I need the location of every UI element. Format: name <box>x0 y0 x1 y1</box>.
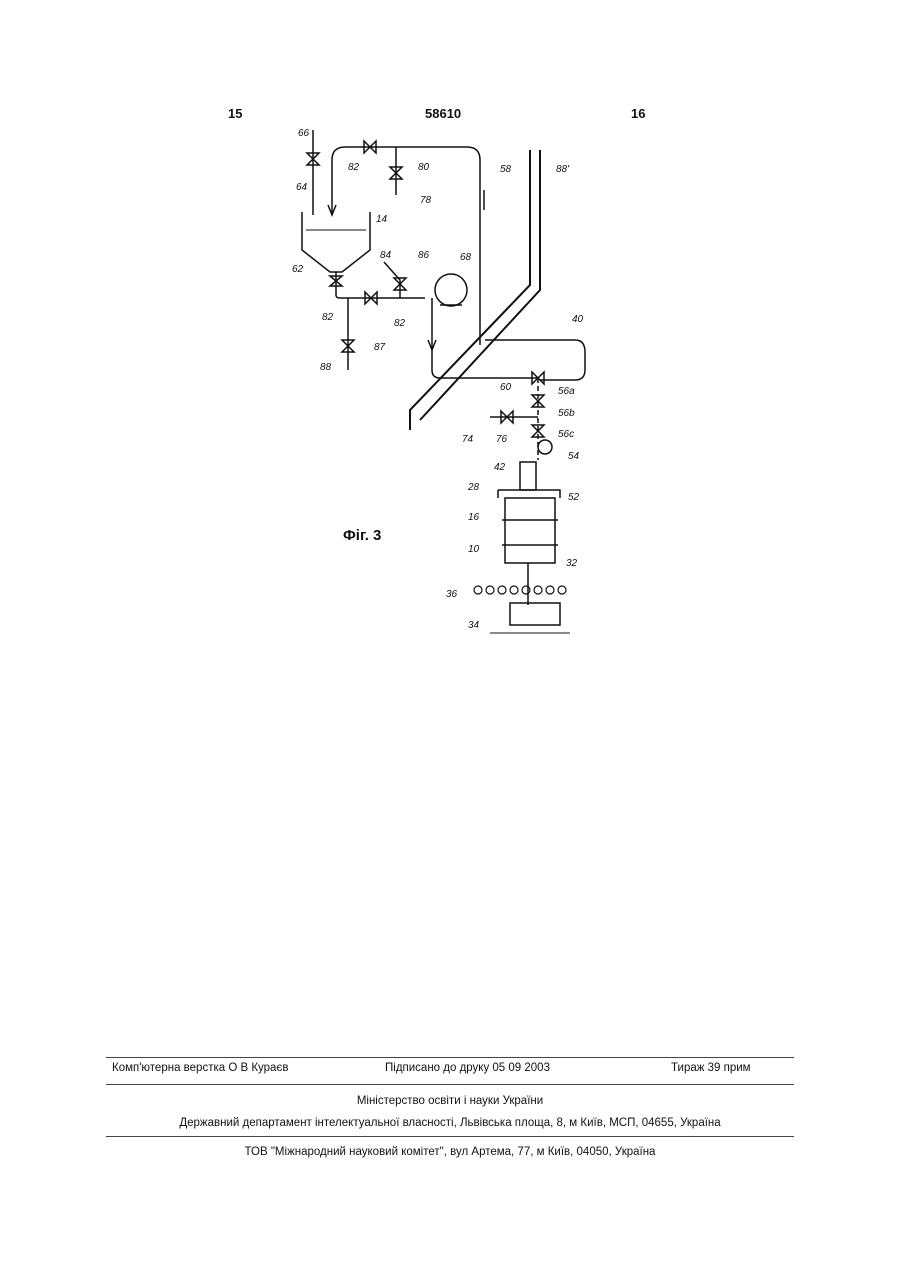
label-87: 87 <box>374 342 386 353</box>
pump-68 <box>435 274 467 306</box>
lid-52 <box>498 490 560 498</box>
footer-publisher: ТОВ "Міжнародний науковий комітет", вул … <box>0 1146 900 1158</box>
label-56b: 56b <box>558 408 575 419</box>
label-42: 42 <box>494 462 506 473</box>
label-84: 84 <box>380 250 392 261</box>
base-34 <box>510 603 560 625</box>
label-80: 80 <box>418 162 430 173</box>
label-88: 88 <box>320 362 332 373</box>
label-82b: 82 <box>322 312 334 323</box>
label-58: 58 <box>500 164 512 175</box>
footer-divider-middle <box>106 1084 794 1085</box>
label-82c: 82 <box>394 318 406 329</box>
label-52: 52 <box>568 492 580 503</box>
label-74: 74 <box>462 434 474 445</box>
label-10: 10 <box>468 544 480 555</box>
footer-divider-bottom <box>106 1136 794 1137</box>
chute-wall-left <box>410 150 530 430</box>
label-66: 66 <box>298 128 310 139</box>
tank-outlet <box>336 272 425 298</box>
footer-layout-credit: Комп'ютерна верстка О В Кураєв <box>112 1062 288 1074</box>
footer-signed-date: Підписано до друку 05 09 2003 <box>385 1062 550 1074</box>
inflow-pipe <box>332 147 480 345</box>
label-68: 68 <box>460 252 472 263</box>
label-36: 36 <box>446 589 458 600</box>
label-32: 32 <box>566 558 578 569</box>
footer-department: Державний департамент інтелектуальної вл… <box>0 1117 900 1129</box>
label-64: 64 <box>296 182 308 193</box>
label-56a: 56a <box>558 386 575 397</box>
label-86: 86 <box>418 250 430 261</box>
footer-divider-top <box>106 1057 794 1058</box>
label-14: 14 <box>376 214 388 225</box>
label-62: 62 <box>292 264 304 275</box>
label-34: 34 <box>468 620 480 631</box>
gauge-54 <box>538 440 552 454</box>
label-60: 60 <box>500 382 512 393</box>
branch-pipe-84 <box>384 262 400 298</box>
footer-ministry: Міністерство освіти і науки України <box>0 1095 900 1107</box>
label-56c: 56c <box>558 429 574 440</box>
barrel-10 <box>505 498 555 563</box>
footer-print-run: Тираж 39 прим <box>671 1062 751 1074</box>
label-28: 28 <box>467 482 480 493</box>
label-78: 78 <box>420 195 432 206</box>
nozzle-42 <box>520 462 536 490</box>
label-82a: 82 <box>348 162 360 173</box>
label-76: 76 <box>496 434 508 445</box>
figure-caption: Фіг. 3 <box>343 527 381 544</box>
process-diagram: 66 82 80 78 58 88' 64 14 62 84 86 68 82 … <box>0 0 900 660</box>
label-88-prime: 88' <box>556 164 570 175</box>
heater-coils-36 <box>474 586 566 594</box>
tank-14 <box>302 212 370 272</box>
label-40: 40 <box>572 314 584 325</box>
label-16: 16 <box>468 512 480 523</box>
label-54: 54 <box>568 451 580 462</box>
